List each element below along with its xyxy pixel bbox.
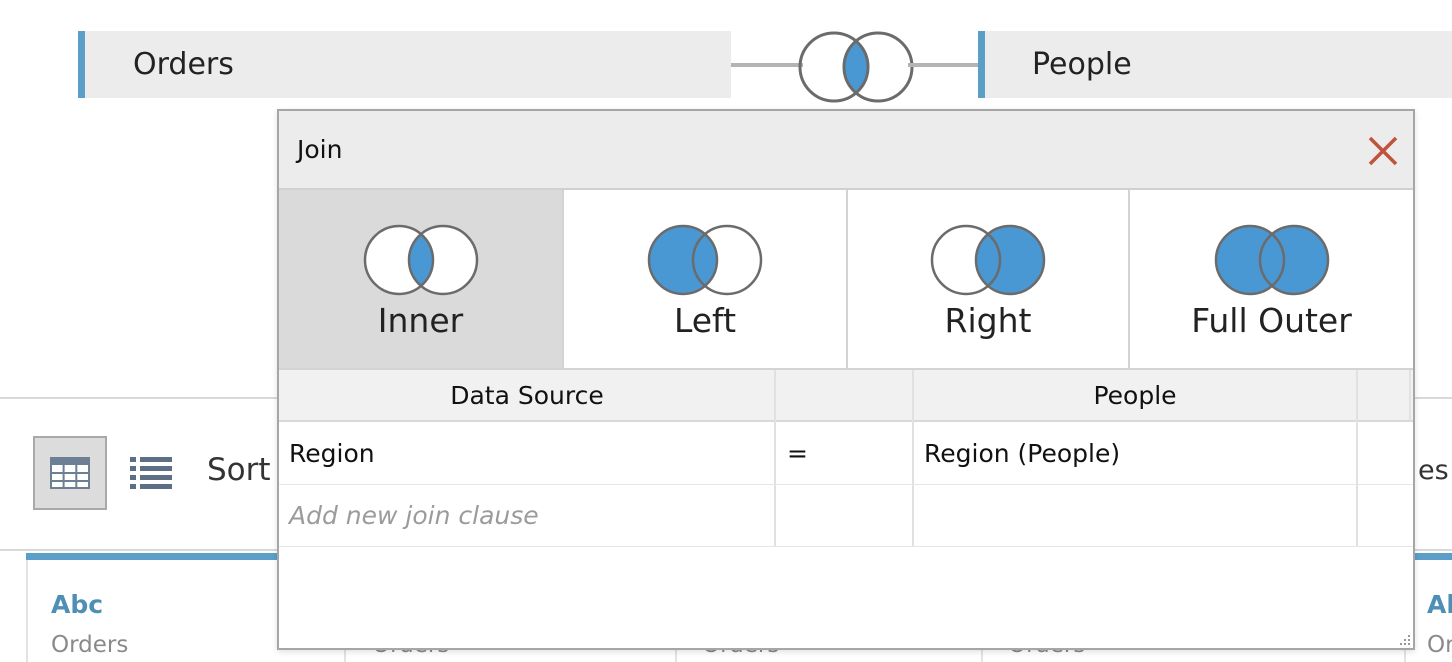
right-table-pill[interactable]: People [978, 31, 1452, 98]
venn-right-icon [930, 224, 1046, 296]
join-type-right[interactable]: Right [848, 190, 1130, 370]
add-join-clause-placeholder[interactable]: Add new join clause [289, 501, 539, 530]
venn-full-outer-icon [1214, 224, 1329, 296]
data-source-column-header: Data Source [450, 381, 604, 410]
join-type-label: Right [944, 301, 1032, 340]
left-table-name: Orders [133, 47, 234, 82]
people-column-header: People [1093, 381, 1177, 410]
clause-column-divider [912, 370, 914, 546]
column-source-label: Orders [51, 632, 129, 658]
join-type-left[interactable]: Left [564, 190, 848, 370]
left-table-pill[interactable]: Orders [78, 31, 731, 98]
right-table-name: People [1032, 47, 1132, 82]
join-type-label: Inner [377, 301, 464, 340]
join-dialog: Join Inner Left [277, 109, 1415, 650]
grid-icon [50, 457, 90, 489]
join-clause-row[interactable]: Region = Region (People) [279, 422, 1413, 485]
list-icon [130, 457, 172, 489]
dialog-title: Join [297, 135, 343, 164]
grid-view-button[interactable] [33, 436, 107, 510]
resize-grip-icon[interactable] [1399, 634, 1411, 646]
join-clause-header: Data Source People [279, 370, 1413, 422]
join-type-full-outer[interactable]: Full Outer [1130, 190, 1413, 370]
add-clause-row[interactable]: Add new join clause [279, 484, 1413, 547]
column-type-label: Al [1427, 590, 1452, 619]
close-icon [1368, 136, 1398, 166]
column-divider [26, 560, 28, 662]
clause-column-divider [1409, 370, 1411, 420]
right-field[interactable]: Region (People) [924, 439, 1121, 468]
join-connector-right [908, 63, 978, 67]
venn-left-icon [647, 224, 763, 296]
join-type-label: Full Outer [1191, 301, 1352, 340]
column-type-label: Abc [51, 590, 104, 619]
venn-inner-icon [363, 224, 478, 296]
join-operator[interactable]: = [787, 439, 808, 468]
toolbar-right-text: es [1418, 455, 1449, 486]
dialog-header: Join [279, 111, 1413, 190]
venn-inner-icon[interactable] [798, 30, 914, 104]
list-view-button[interactable] [128, 452, 174, 494]
clause-column-divider [774, 370, 776, 546]
join-connector-left [731, 63, 803, 67]
join-type-inner[interactable]: Inner [279, 190, 564, 370]
join-type-label: Left [673, 301, 737, 340]
sort-label[interactable]: Sort [207, 452, 271, 488]
left-field[interactable]: Region [289, 439, 375, 468]
clause-column-divider [1356, 370, 1358, 546]
close-button[interactable] [1363, 131, 1403, 171]
column-source-label: Or [1427, 632, 1452, 658]
